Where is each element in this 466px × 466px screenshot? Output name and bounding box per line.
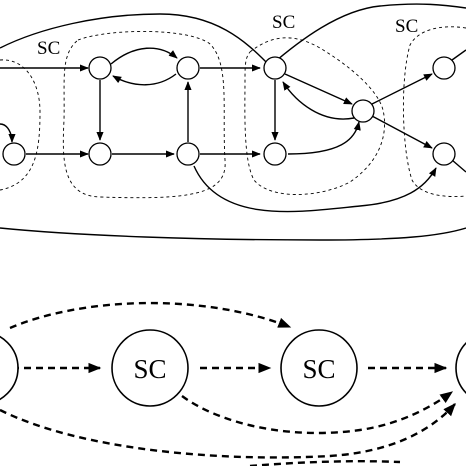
outer-boundary-right xyxy=(269,3,466,67)
dedge-left-to-sc2-top xyxy=(9,301,292,330)
edge-e-to-j-long xyxy=(193,165,437,213)
outer-boundary-left xyxy=(0,13,271,67)
dedge-sc1-to-right-curve xyxy=(181,391,454,435)
region-label-sc-2: SC xyxy=(272,12,295,33)
condensation-node-right xyxy=(455,341,466,395)
sc-region-left-partial xyxy=(0,59,41,191)
graph-node xyxy=(432,56,456,80)
condensation-label-sc-1: SC xyxy=(133,354,166,384)
sc-region-right-partial xyxy=(403,26,466,197)
graph-node xyxy=(263,56,287,80)
edge-h-to-i xyxy=(371,73,433,105)
sc-regions xyxy=(0,26,466,199)
condensation-node-sc-1 xyxy=(111,329,189,407)
top-edges xyxy=(0,47,466,213)
condensation-nodes: SC SC xyxy=(0,329,466,407)
edge-f-to-h xyxy=(284,73,353,105)
dedge-left-to-right-bottom xyxy=(0,403,456,459)
condensation-node-left xyxy=(0,335,19,401)
top-nodes xyxy=(2,56,456,166)
outer-boundaries xyxy=(0,3,466,241)
edge-left-loop xyxy=(0,123,16,143)
edge-a-to-b xyxy=(110,47,178,65)
dedge-bottom-edge xyxy=(249,460,401,466)
edge-i-to-right xyxy=(451,49,466,61)
graph-node xyxy=(2,142,26,166)
edge-h-to-j xyxy=(371,115,433,149)
edge-g-to-h xyxy=(287,121,361,155)
edge-h-to-f xyxy=(282,81,355,120)
sc-region-middle xyxy=(62,31,226,199)
outer-boundary-bottom xyxy=(0,227,466,241)
edge-b-to-a xyxy=(112,73,177,86)
condensation-node-sc-2 xyxy=(280,329,358,407)
graph-node xyxy=(351,99,375,123)
edge-j-to-right xyxy=(451,159,466,173)
condensation-label-sc-2: SC xyxy=(302,354,335,384)
graph-node xyxy=(263,142,287,166)
graph-node xyxy=(432,142,456,166)
sc-region-right-middle xyxy=(244,37,386,195)
graph-node xyxy=(176,56,200,80)
graph-node xyxy=(88,142,112,166)
graph-node xyxy=(176,142,200,166)
graph-node xyxy=(88,56,112,80)
region-label-sc-3: SC xyxy=(395,16,418,37)
condensation-edges xyxy=(0,301,456,466)
region-label-sc-1: SC xyxy=(37,38,60,59)
region-labels: SC SC SC xyxy=(37,12,418,59)
